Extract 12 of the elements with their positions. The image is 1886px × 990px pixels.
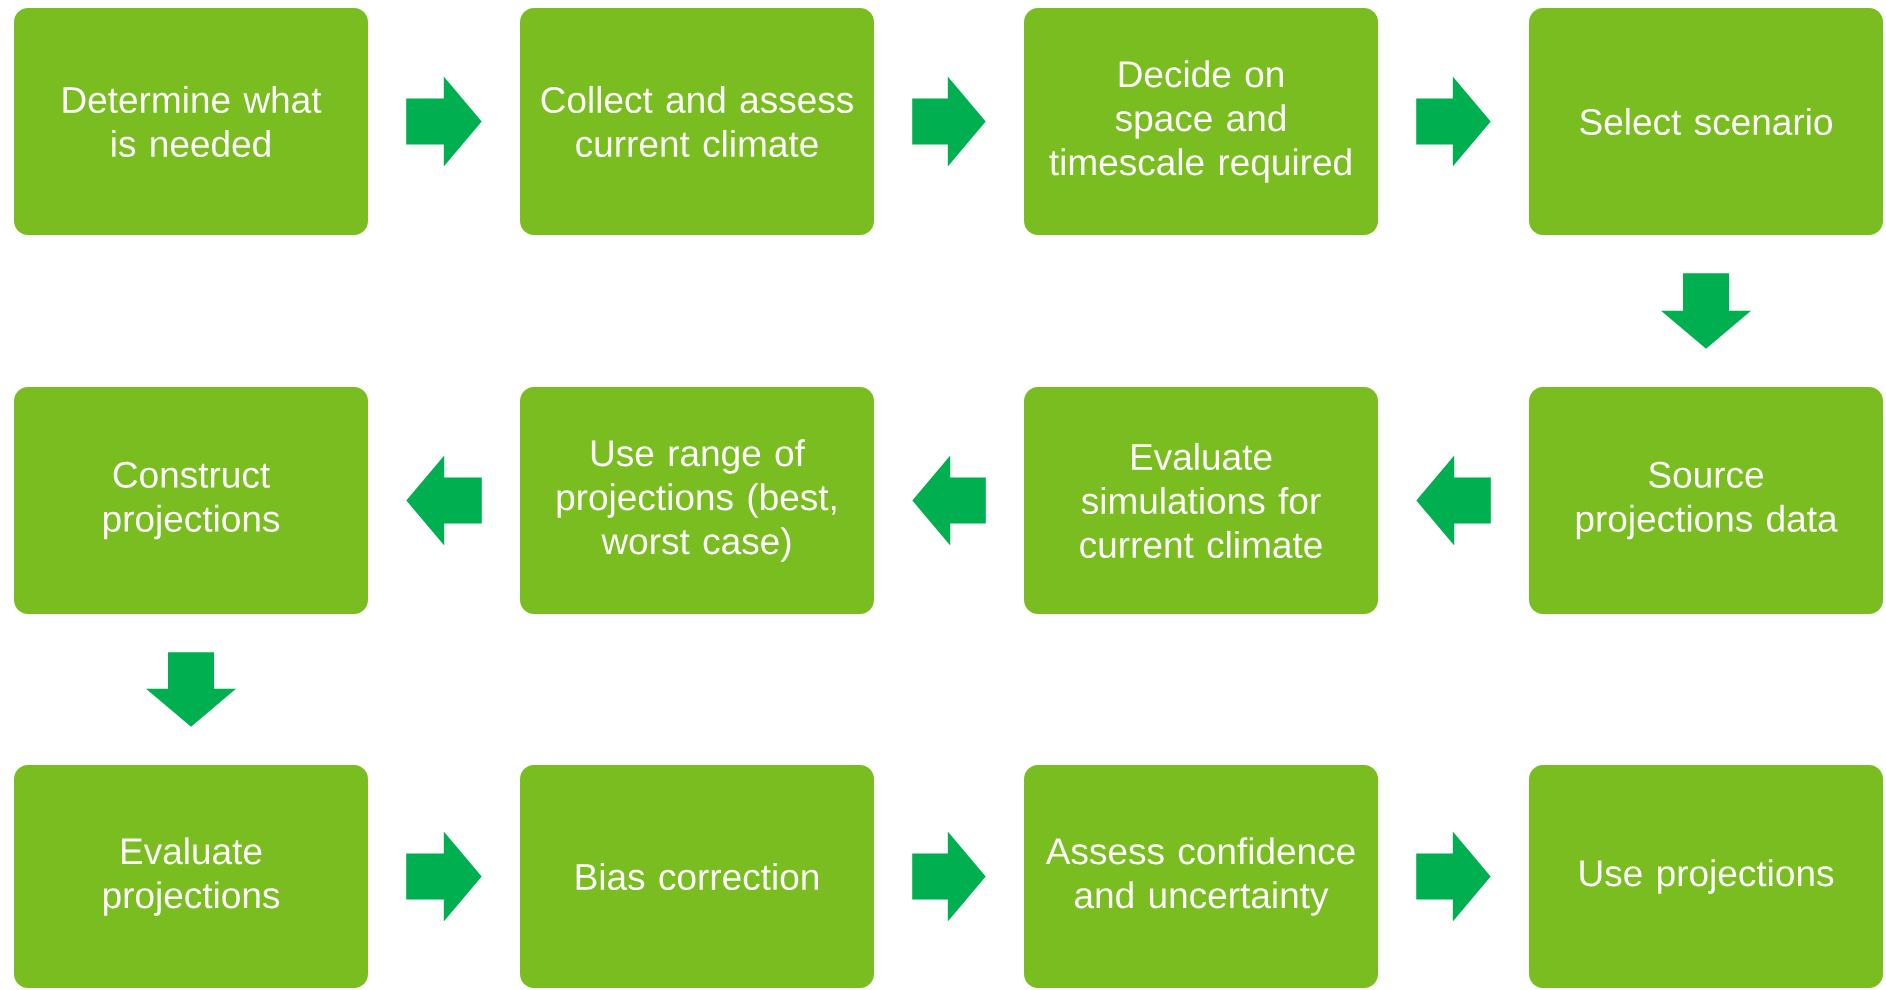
process-box: Select scenario <box>1529 8 1884 235</box>
process-box: Use projections <box>1529 765 1884 988</box>
process-box: Use range of projections (best, worst case) <box>520 387 874 614</box>
process-box: Decide on space and timescale required <box>1024 8 1378 235</box>
process-box: Assess confidence and uncertainty <box>1024 765 1378 988</box>
process-box: Collect and assess current climate <box>520 8 874 235</box>
process-box: Determine what is needed <box>14 8 368 235</box>
process-box: Construct projections <box>14 387 368 614</box>
process-box: Bias correction <box>520 765 874 988</box>
process-box: Evaluate projections <box>14 765 368 988</box>
process-box: Evaluate simulations for current climate <box>1024 387 1378 614</box>
process-box: Source projections data <box>1529 387 1884 614</box>
